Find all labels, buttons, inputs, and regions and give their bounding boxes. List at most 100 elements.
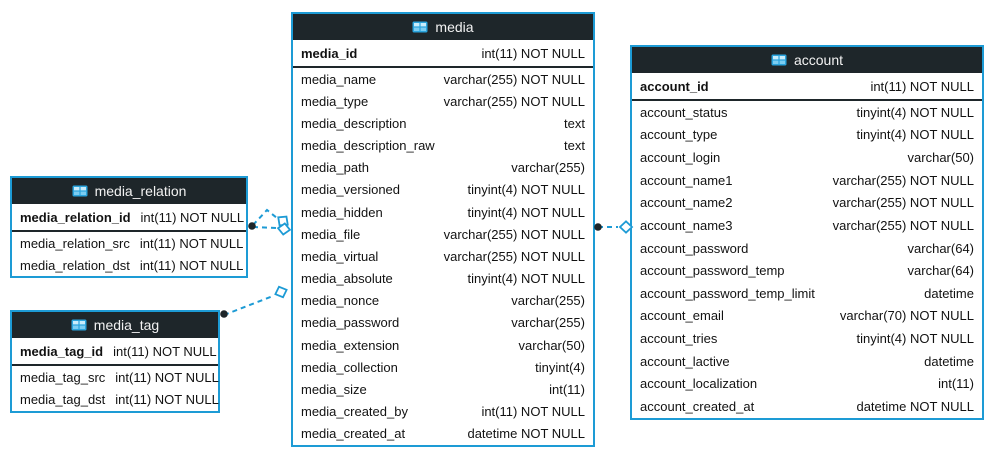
column-row[interactable]: media_collection tinyint(4) — [293, 356, 593, 378]
column-row[interactable]: media_relation_dst int(11) NOT NULL — [12, 254, 246, 276]
column-row[interactable]: media_description text — [293, 112, 593, 134]
table-account-header[interactable]: account — [632, 47, 982, 73]
column-row[interactable]: media_versioned tinyint(4) NOT NULL — [293, 179, 593, 201]
column-name: media_virtual — [301, 248, 379, 264]
column-type: datetime NOT NULL — [467, 426, 585, 442]
column-name: media_versioned — [301, 182, 401, 198]
column-type: varchar(255) NOT NULL — [832, 195, 974, 211]
column-row[interactable]: media_path varchar(255) — [293, 157, 593, 179]
column-row[interactable]: account_name2 varchar(255) NOT NULL — [632, 192, 982, 215]
table-media-relation[interactable]: media_relation media_relation_id int(11)… — [10, 176, 248, 278]
column-type: varchar(255) NOT NULL — [443, 248, 585, 264]
table-media-header[interactable]: media — [293, 14, 593, 40]
column-row[interactable]: media_name varchar(255) NOT NULL — [293, 68, 593, 90]
table-media-tag-columns: media_tag_src int(11) NOT NULL media_tag… — [12, 366, 219, 412]
column-type: tinyint(4) NOT NULL — [856, 331, 974, 347]
column-name: media_relation_src — [20, 235, 130, 251]
table-media-tag[interactable]: media_tag media_tag_id int(11) NOT NULL … — [10, 310, 220, 413]
column-row[interactable]: account_tries tinyint(4) NOT NULL — [632, 327, 982, 350]
column-type: tinyint(4) NOT NULL — [856, 104, 974, 120]
column-row[interactable]: account_email varchar(70) NOT NULL — [632, 305, 982, 328]
column-row-pk[interactable]: media_tag_id int(11) NOT NULL — [12, 338, 218, 366]
relationship-media-relation-media-2[interactable] — [252, 222, 292, 236]
column-name: media_file — [301, 226, 361, 242]
table-media-relation-header[interactable]: media_relation — [12, 178, 246, 204]
column-row[interactable]: media_created_by int(11) NOT NULL — [293, 401, 593, 423]
column-type: varchar(255) NOT NULL — [832, 217, 974, 233]
column-name: account_localization — [640, 376, 758, 392]
column-row[interactable]: account_status tinyint(4) NOT NULL — [632, 101, 982, 124]
column-row[interactable]: media_type varchar(255) NOT NULL — [293, 90, 593, 112]
column-row[interactable]: media_size int(11) — [293, 378, 593, 400]
column-type: int(11) NOT NULL — [870, 78, 974, 94]
column-row[interactable]: media_file varchar(255) NOT NULL — [293, 223, 593, 245]
table-grid-icon — [412, 21, 428, 33]
relationship-media-account[interactable] — [598, 220, 634, 234]
column-row[interactable]: media_hidden tinyint(4) NOT NULL — [293, 201, 593, 223]
column-row[interactable]: account_login varchar(50) — [632, 146, 982, 169]
relationship-endpoint-dot[interactable] — [220, 310, 228, 318]
column-name: account_login — [640, 150, 721, 166]
column-name: media_collection — [301, 359, 398, 375]
column-name: account_name3 — [640, 217, 733, 233]
column-row[interactable]: media_description_raw text — [293, 135, 593, 157]
column-name: account_name1 — [640, 172, 733, 188]
column-type: tinyint(4) NOT NULL — [467, 204, 585, 220]
relationship-endpoint-dot[interactable] — [594, 223, 602, 231]
column-row[interactable]: media_created_at datetime NOT NULL — [293, 423, 593, 445]
column-row[interactable]: media_tag_src int(11) NOT NULL — [12, 366, 219, 389]
column-row[interactable]: media_relation_src int(11) NOT NULL — [12, 232, 246, 254]
column-name: media_name — [301, 71, 377, 87]
column-type: int(11) NOT NULL — [140, 209, 245, 225]
column-row-pk[interactable]: account_id int(11) NOT NULL — [632, 73, 982, 101]
table-title: media_relation — [94, 183, 187, 199]
column-row[interactable]: account_password varchar(64) — [632, 237, 982, 260]
column-name: media_hidden — [301, 204, 383, 220]
column-type: varchar(64) — [907, 240, 974, 256]
column-name: media_path — [301, 160, 369, 176]
column-row[interactable]: media_virtual varchar(255) NOT NULL — [293, 245, 593, 267]
column-row[interactable]: account_created_at datetime NOT NULL — [632, 395, 982, 418]
column-row-pk[interactable]: media_id int(11) NOT NULL — [293, 40, 593, 68]
column-type: varchar(255) — [511, 293, 585, 309]
column-type: varchar(255) — [511, 315, 585, 331]
column-row-pk[interactable]: media_relation_id int(11) NOT NULL — [12, 204, 246, 232]
table-media[interactable]: media media_id int(11) NOT NULL media_na… — [291, 12, 595, 447]
relationship-media-tag-media[interactable] — [223, 285, 289, 316]
column-row[interactable]: account_password_temp_limit datetime — [632, 282, 982, 305]
column-name: media_extension — [301, 337, 400, 353]
relationship-media-relation-media-1[interactable] — [252, 208, 291, 229]
column-type: varchar(255) NOT NULL — [443, 226, 585, 242]
column-name: media_relation_dst — [20, 257, 130, 273]
column-type: text — [564, 115, 585, 131]
table-grid-icon — [72, 185, 88, 197]
column-row[interactable]: account_password_temp varchar(64) — [632, 259, 982, 282]
column-type: tinyint(4) — [535, 359, 585, 375]
table-title: media — [435, 19, 474, 35]
column-name: media_tag_id — [20, 343, 104, 359]
relationship-endpoint-dot[interactable] — [248, 222, 256, 230]
column-name: media_type — [301, 93, 369, 109]
column-row[interactable]: account_lactive datetime — [632, 350, 982, 373]
table-media-tag-header[interactable]: media_tag — [12, 312, 218, 338]
column-row[interactable]: account_name3 varchar(255) NOT NULL — [632, 214, 982, 237]
column-row[interactable]: media_password varchar(255) — [293, 312, 593, 334]
column-row[interactable]: account_name1 varchar(255) NOT NULL — [632, 169, 982, 192]
table-account-columns: account_status tinyint(4) NOT NULL accou… — [632, 101, 982, 418]
column-name: media_description_raw — [301, 138, 435, 154]
column-row[interactable]: media_extension varchar(50) — [293, 334, 593, 356]
column-row[interactable]: media_tag_dst int(11) NOT NULL — [12, 389, 219, 412]
column-type: datetime NOT NULL — [856, 398, 974, 414]
column-row[interactable]: media_absolute tinyint(4) NOT NULL — [293, 268, 593, 290]
table-account[interactable]: account account_id int(11) NOT NULL acco… — [630, 45, 984, 420]
table-title: media_tag — [93, 317, 160, 333]
column-name: account_type — [640, 127, 718, 143]
table-grid-icon — [71, 319, 87, 331]
column-name: account_lactive — [640, 353, 730, 369]
column-name: media_created_at — [301, 426, 406, 442]
column-row[interactable]: media_nonce varchar(255) — [293, 290, 593, 312]
column-row[interactable]: account_type tinyint(4) NOT NULL — [632, 124, 982, 147]
column-row[interactable]: account_localization int(11) — [632, 373, 982, 396]
column-type: int(11) NOT NULL — [139, 257, 244, 273]
column-name: account_password — [640, 240, 749, 256]
